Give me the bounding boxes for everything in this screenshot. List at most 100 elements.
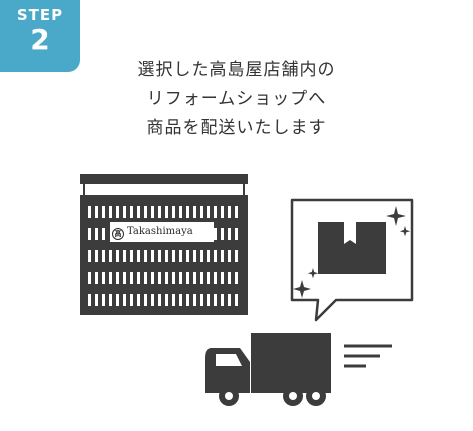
store-window <box>228 250 231 262</box>
store-window <box>172 250 175 262</box>
delivery-truck-icon <box>205 333 331 406</box>
store-window <box>179 250 182 262</box>
store-window <box>172 206 175 218</box>
store-window <box>144 250 147 262</box>
store-window <box>228 294 231 306</box>
step-label: STEP <box>16 6 64 24</box>
store-window <box>235 250 238 262</box>
store-window <box>186 206 189 218</box>
store-window <box>102 250 105 262</box>
store-window <box>144 294 147 306</box>
store-window <box>95 294 98 306</box>
store-window <box>214 206 217 218</box>
store-window <box>137 206 140 218</box>
store-window <box>193 206 196 218</box>
store-window <box>214 272 217 284</box>
store-window <box>207 206 210 218</box>
store-window <box>144 272 147 284</box>
store-window <box>95 206 98 218</box>
store-window <box>186 272 189 284</box>
store-window <box>221 294 224 306</box>
store-window <box>102 294 105 306</box>
store-window <box>221 206 224 218</box>
store-window <box>158 294 161 306</box>
store-window <box>207 272 210 284</box>
store-window <box>102 272 105 284</box>
store-window <box>88 294 91 306</box>
store-window <box>123 250 126 262</box>
step-badge: STEP 2 <box>0 0 80 72</box>
store-window <box>179 294 182 306</box>
description-line: リフォームショップへ <box>146 89 327 109</box>
store-window <box>88 228 91 240</box>
store-window <box>235 228 238 240</box>
department-store-icon <box>80 174 248 315</box>
store-window <box>228 272 231 284</box>
description-line: 商品を配送いたします <box>146 118 327 138</box>
store-window <box>88 206 91 218</box>
store-window <box>165 272 168 284</box>
store-window <box>137 272 140 284</box>
store-window <box>116 272 119 284</box>
store-window <box>193 294 196 306</box>
store-window <box>200 272 203 284</box>
store-window <box>221 250 224 262</box>
store-window <box>109 272 112 284</box>
store-window <box>179 206 182 218</box>
store-window <box>207 250 210 262</box>
store-window <box>130 294 133 306</box>
store-window <box>172 272 175 284</box>
store-window <box>123 206 126 218</box>
store-window <box>116 206 119 218</box>
store-window <box>200 206 203 218</box>
store-window <box>88 272 91 284</box>
store-window <box>228 206 231 218</box>
store-window <box>235 272 238 284</box>
store-sign-board <box>110 222 214 242</box>
store-window <box>123 294 126 306</box>
store-sign-text: Takashimaya <box>127 226 193 237</box>
store-window <box>193 272 196 284</box>
store-window <box>95 272 98 284</box>
store-window <box>214 250 217 262</box>
store-window <box>109 206 112 218</box>
store-window <box>109 294 112 306</box>
store-window <box>102 206 105 218</box>
store-window <box>221 272 224 284</box>
store-window <box>165 294 168 306</box>
store-window <box>123 272 126 284</box>
store-window <box>102 228 105 240</box>
store-window <box>144 206 147 218</box>
store-window <box>158 206 161 218</box>
store-window <box>151 250 154 262</box>
store-window <box>193 250 196 262</box>
store-window <box>165 206 168 218</box>
store-window <box>165 250 168 262</box>
store-window <box>137 294 140 306</box>
store-window <box>130 250 133 262</box>
store-window <box>130 206 133 218</box>
store-window <box>221 228 224 240</box>
store-window <box>116 294 119 306</box>
store-window <box>207 294 210 306</box>
store-window <box>214 228 217 240</box>
store-window <box>200 250 203 262</box>
store-window <box>95 250 98 262</box>
step-number: 2 <box>30 23 50 56</box>
store-window <box>151 272 154 284</box>
store-window <box>228 228 231 240</box>
store-window <box>172 294 175 306</box>
step-description: 選択した高島屋店舗内の リフォームショップへ 商品を配送いたします <box>0 56 473 143</box>
store-window <box>95 228 98 240</box>
store-window <box>235 206 238 218</box>
sparkle-icon <box>293 206 411 298</box>
store-window <box>88 250 91 262</box>
store-window <box>137 250 140 262</box>
store-window <box>158 250 161 262</box>
store-logo-icon: 髙 <box>112 228 124 240</box>
store-window <box>130 272 133 284</box>
store-window <box>151 294 154 306</box>
store-window <box>186 250 189 262</box>
